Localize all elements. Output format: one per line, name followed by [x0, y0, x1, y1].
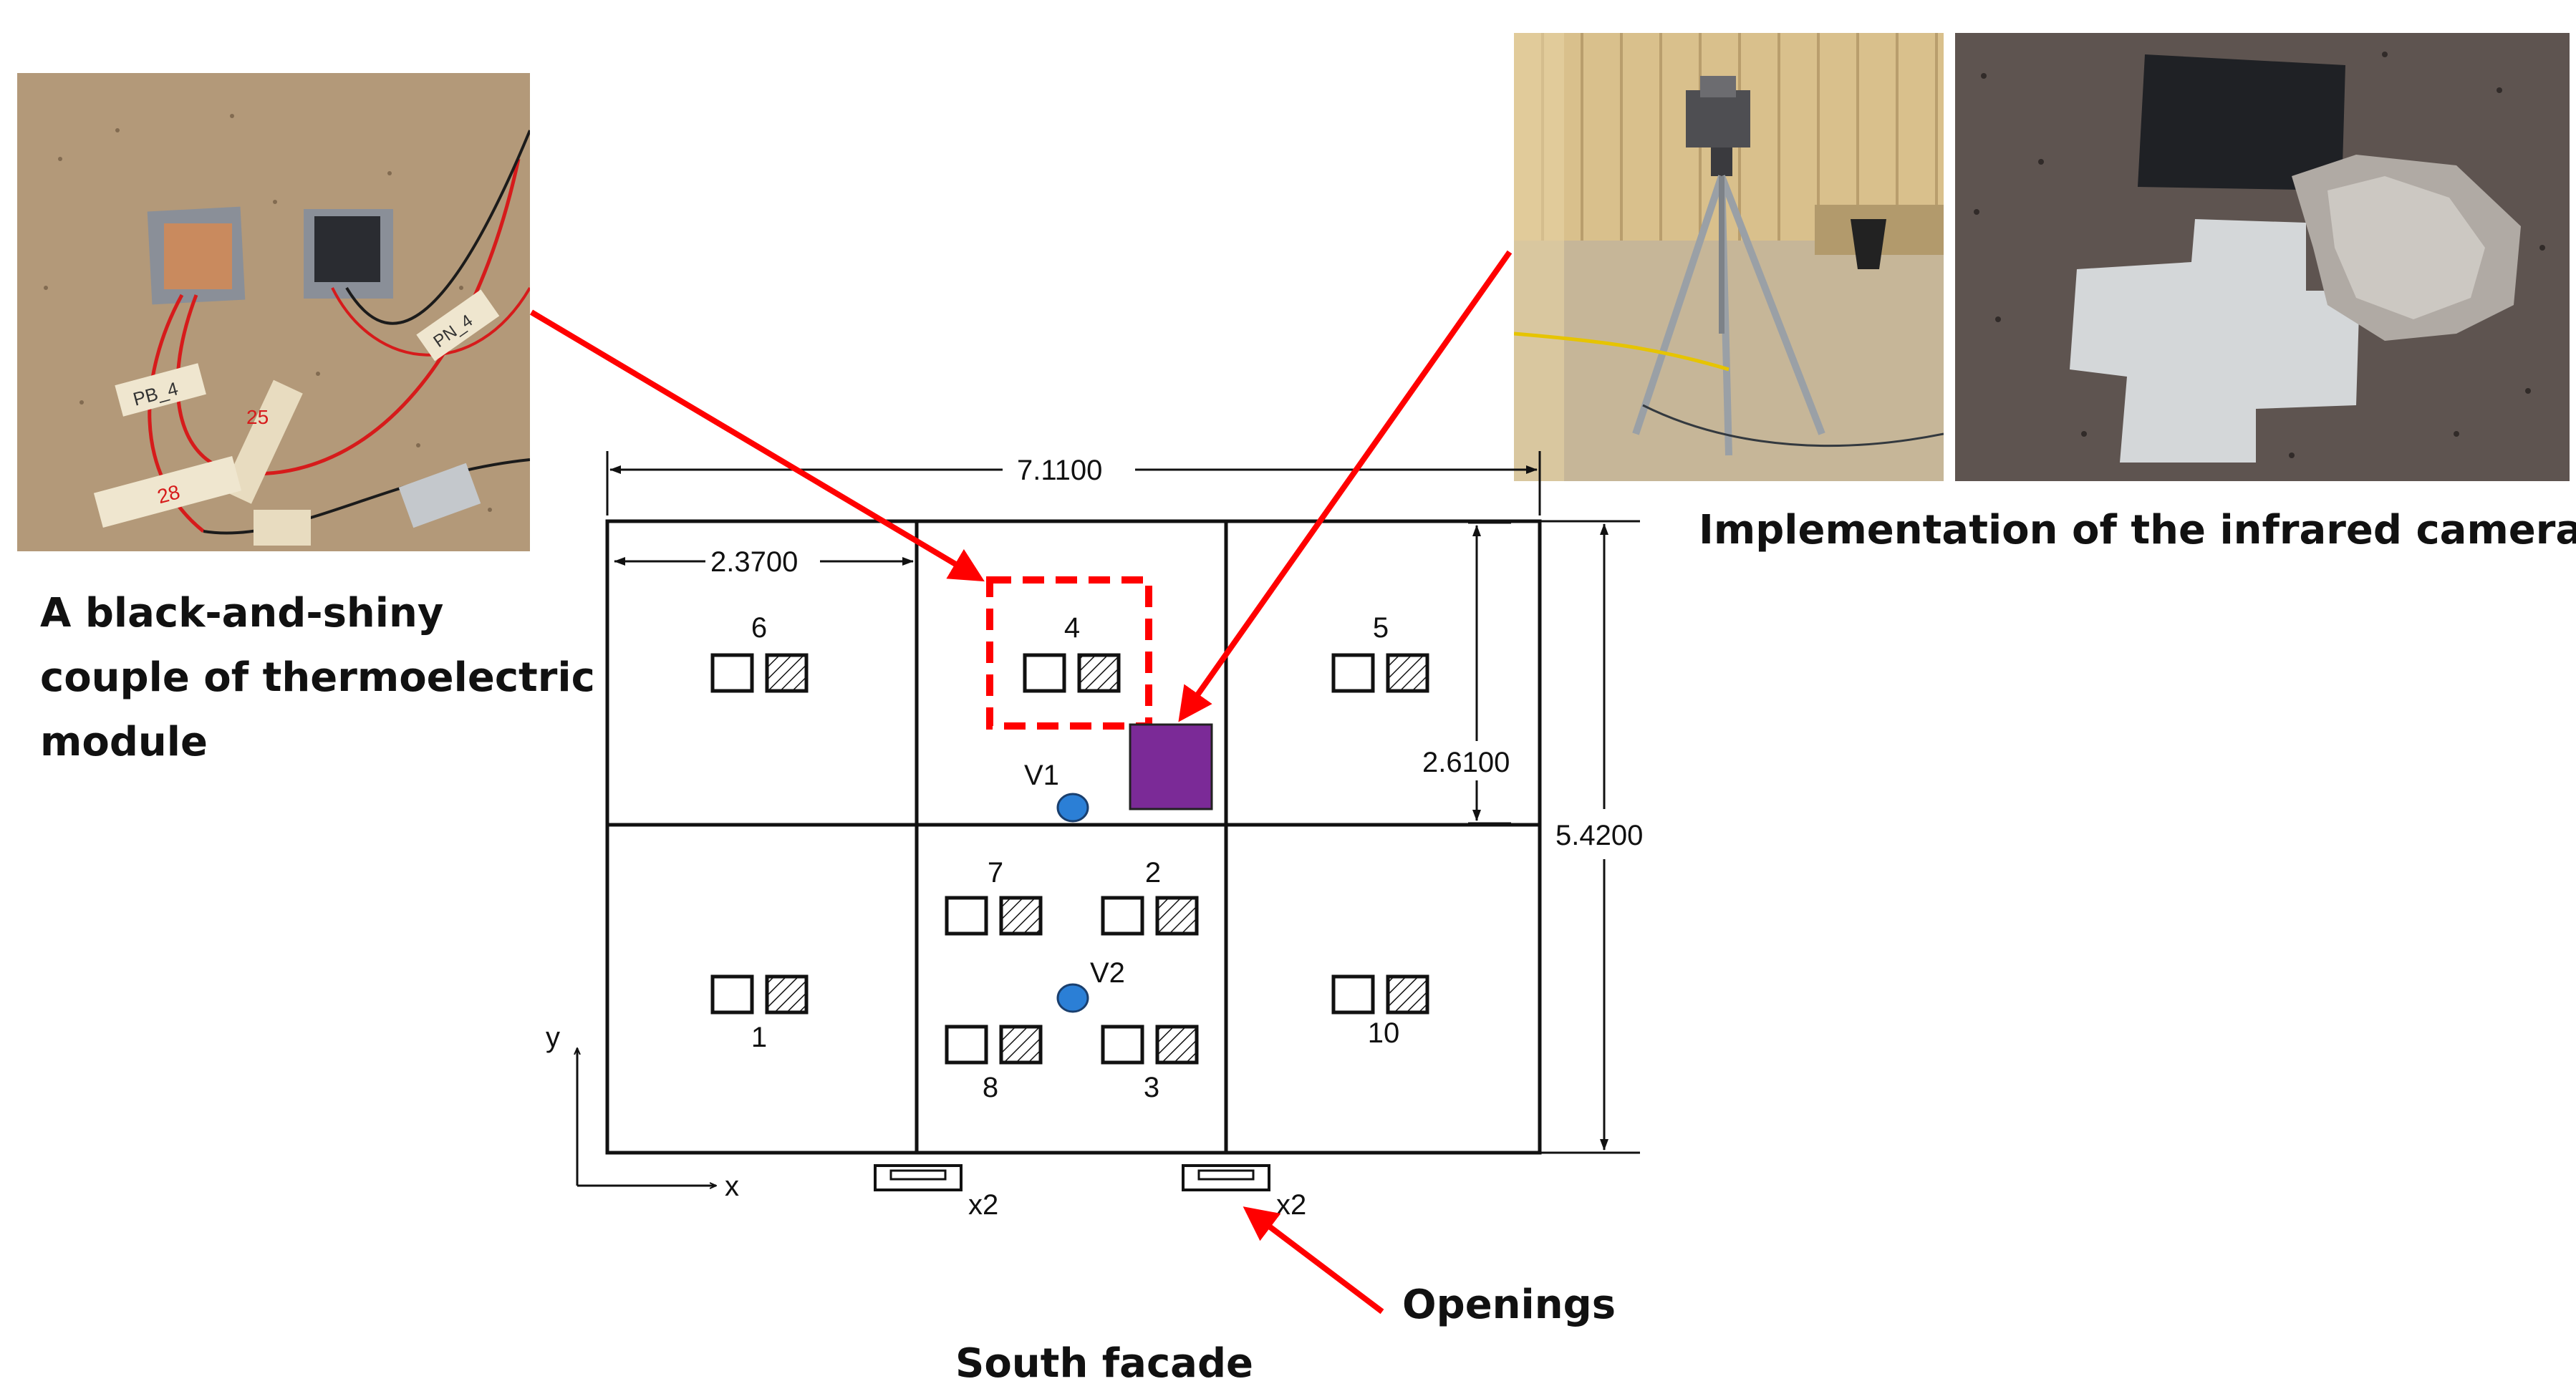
- sensor-6-label: 6: [751, 612, 767, 644]
- dim-cell-width: 2.3700: [614, 546, 914, 578]
- sensor-3-label: 3: [1144, 1072, 1159, 1103]
- sensor-pair-10: 10: [1331, 974, 1429, 1049]
- x-axis-label: x: [725, 1171, 739, 1202]
- sheets-photo: [1955, 33, 2570, 481]
- highlight-box: [986, 576, 1152, 730]
- dim-cell-height-label: 2.6100: [1422, 747, 1510, 778]
- room-grid: [605, 519, 1542, 1155]
- arrow-openings: [1243, 1206, 1384, 1315]
- vent-v1-label: V1: [1024, 760, 1059, 791]
- sensor-1-label: 1: [751, 1022, 767, 1053]
- n25-label: 25: [246, 406, 269, 428]
- sensor-pair-2: 2: [1101, 857, 1199, 936]
- sensor-7-label: 7: [988, 857, 1003, 889]
- dim-total-width-label: 7.1100: [1017, 455, 1102, 486]
- sensor-pair-1: 1: [710, 974, 809, 1053]
- sensor-5-label: 5: [1373, 612, 1389, 644]
- openings-caption: Openings: [1402, 1282, 1616, 1328]
- south-facade-caption: South facade: [955, 1340, 1254, 1387]
- opening-right-multiplier: x2: [1276, 1189, 1306, 1221]
- sensor-pair-8: 8: [945, 1025, 1043, 1103]
- dim-total-height: 5.4200: [1540, 520, 1643, 1154]
- dim-cell-width-label: 2.3700: [710, 546, 798, 578]
- vent-v1: V1: [1024, 760, 1089, 823]
- thermoelectric-photo: PB_4 PN_4 25 28: [17, 73, 530, 551]
- sensor-8-label: 8: [983, 1072, 998, 1103]
- vent-v2: V2: [1056, 957, 1125, 1013]
- opening-left: x2: [874, 1164, 998, 1221]
- y-axis-label: y: [546, 1022, 560, 1053]
- opening-left-multiplier: x2: [968, 1189, 998, 1221]
- thermo-caption-line3: module: [40, 719, 208, 765]
- axes: x y: [546, 1022, 739, 1202]
- camera-caption: Implementation of the infrared camera: [1699, 507, 2576, 553]
- camera-block: [1129, 723, 1213, 810]
- thermo-caption: A black-and-shiny couple of thermoelectr…: [40, 581, 595, 775]
- arrow-camera: [1178, 250, 1513, 722]
- dim-cell-height: 2.6100: [1422, 521, 1511, 825]
- vent-v2-label: V2: [1090, 957, 1125, 989]
- arrow-thermo: [529, 309, 985, 582]
- sensor-2-label: 2: [1145, 857, 1161, 889]
- sensor-pair-4: 4: [1023, 612, 1121, 693]
- dim-total-height-label: 5.4200: [1555, 820, 1643, 851]
- sensor-10-label: 10: [1368, 1017, 1400, 1049]
- opening-right: x2: [1182, 1164, 1306, 1221]
- sensor-pair-3: 3: [1101, 1025, 1199, 1103]
- sensor-pair-5: 5: [1331, 612, 1429, 693]
- dim-total-width: 7.1100: [606, 451, 1541, 515]
- thermo-caption-line1: A black-and-shiny: [40, 590, 444, 636]
- sensor-pair-6: 6: [710, 612, 809, 693]
- sensor-4-label: 4: [1064, 612, 1080, 644]
- tripod-photo: [1514, 33, 1944, 481]
- thermo-caption-line2: couple of thermoelectric: [40, 654, 595, 701]
- sensor-pair-7: 7: [945, 857, 1043, 936]
